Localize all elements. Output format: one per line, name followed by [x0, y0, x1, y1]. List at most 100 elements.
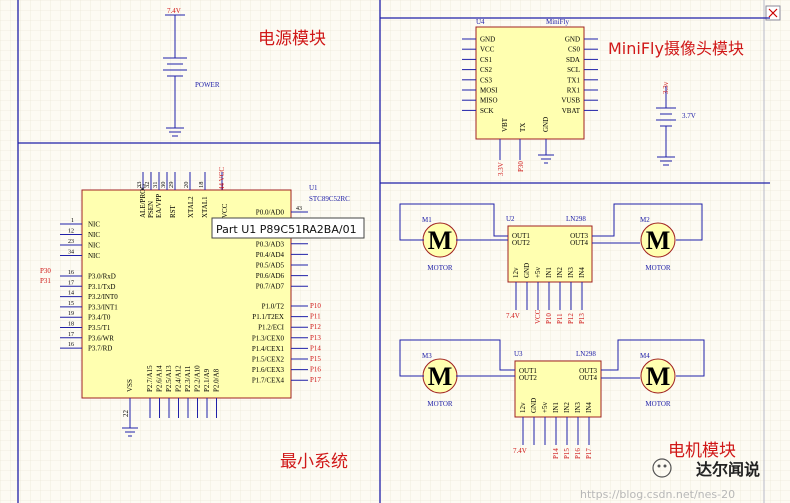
u4-left-pin-3: CS2	[480, 66, 493, 74]
u4-part: MiniFly	[546, 18, 569, 26]
u1-bottom-pin-1: P2.7/A15	[146, 365, 154, 392]
u1-top-pin-3: RST	[169, 204, 177, 218]
u4-ref: U4	[476, 18, 485, 26]
u2-right-pin-1: OUT4	[570, 239, 588, 247]
u3-supply: 7.4V	[513, 447, 527, 455]
u3-bottom-pin-1: GND	[530, 398, 538, 413]
u1-top-pin-0: ALE/PROG	[139, 184, 147, 218]
u1-right-pin-11: P1.3/CEX0	[252, 334, 285, 342]
u1-right-pin-4: P0.4/AD4	[256, 251, 285, 259]
motor-4-label: MOTOR	[645, 400, 670, 408]
u3-bottom-pin-0: 12v	[519, 402, 527, 413]
u2-bottom-pin-4: IN2	[556, 267, 564, 278]
u4-pin-vbt: VBT	[501, 117, 509, 132]
u1-left-pin-3: NIC	[88, 252, 100, 260]
u1-top-pin-5: XTAL1	[201, 196, 209, 218]
u1-right-pin-14: P1.6/CEX3	[252, 366, 285, 374]
u4-net-p30: P30	[517, 161, 525, 172]
u4-right-pin-1: CS0	[568, 46, 581, 54]
u1-right-pin-9: P1.1/T2EX	[252, 313, 284, 321]
u3-bottom-pin-5: IN3	[574, 402, 582, 413]
u1-left-pin-11: P3.7/RD	[88, 345, 112, 353]
u1-top-num-4: 29	[168, 182, 175, 189]
u1-bottom-pin-8: P2.0/A8	[213, 368, 221, 392]
u3-net-3: P17	[585, 448, 593, 459]
u2-left-pin-0: OUT1	[512, 232, 530, 240]
u1-left-num-1: 12	[68, 229, 74, 235]
u1-right-pin-8: P1.0/T2	[262, 303, 285, 311]
u1-bottom-pin-2: P2.6/A14	[156, 365, 164, 392]
u1-left-pin-10: P3.6/WR	[88, 334, 114, 342]
u1-right-pin-10: P1.2/ECI	[258, 324, 285, 332]
u4-right-pin-4: TX1	[567, 76, 580, 84]
u2-bottom-pin-2: +5v	[534, 267, 542, 278]
u1-left-pin-1: NIC	[88, 231, 100, 239]
u1-left-num-0: 1	[71, 218, 74, 224]
u1-right-pin-12: P1.4/CEX1	[252, 345, 285, 353]
power-section-title: 电源模块	[258, 29, 326, 49]
u4-pin-gnd: GND	[542, 117, 550, 132]
u1-bottom-pin-5: P2.3/A11	[184, 365, 192, 392]
u1-vcc-net: 44 VCC	[218, 167, 226, 190]
u1-left-num-3: 34	[68, 250, 74, 256]
u1-bottom-pin-6: P2.2/A10	[194, 365, 202, 392]
part-tooltip: Part U1 P89C51RA2BA/01	[211, 217, 365, 239]
u2-supply: 7.4V	[506, 312, 520, 320]
u1-left-pin-9: P3.5/T1	[88, 324, 111, 332]
u4-left-pin-0: GND	[480, 36, 495, 44]
u3-right-pin-0: OUT3	[579, 367, 597, 375]
close-icon[interactable]	[768, 8, 778, 18]
u2-net-3: P12	[567, 313, 575, 324]
u1-right-net-5: P15	[310, 355, 321, 363]
u1-top-num-5: 20	[183, 182, 190, 189]
u4-pin-tx: TX	[519, 123, 527, 132]
battery-3v7[interactable]	[656, 86, 676, 166]
u1-ref: U1	[309, 184, 318, 192]
u1-top-num-0: 33	[136, 182, 143, 189]
u2-net-0: VCC	[534, 309, 542, 324]
u2-component[interactable]	[507, 225, 593, 283]
u1-top-num-2: 31	[152, 182, 159, 189]
u1-vss-ground	[122, 398, 138, 437]
u1-left-pin-8: P3.4/T0	[88, 314, 111, 322]
motor-3-ref: M3	[422, 352, 432, 360]
u4-net-3v3: 3.3V	[497, 162, 505, 176]
power-net-label: 7.4V	[167, 7, 181, 15]
u4-right-pin-6: VUSB	[561, 97, 580, 105]
battery-net: 3.3v	[662, 81, 670, 94]
u1-left-num-2: 23	[68, 239, 74, 245]
u3-bottom-pin-3: IN1	[552, 402, 560, 413]
watermark: 达尔闻说 https://blog.csdn.net/nes-20	[580, 458, 760, 501]
u1-right-pins: P0.0/AD0P0.1/AD1P0.2/AD2P0.3/AD3P0.4/AD4…	[252, 206, 321, 385]
min-system-section-title: 最小系统	[280, 452, 348, 472]
u1-right-pin-6: P0.6/AD6	[256, 272, 285, 280]
power-label: POWER	[195, 81, 220, 89]
u2-bottom-pin-0: 12v	[512, 267, 520, 278]
u1-top-pin-4: XTAL2	[187, 196, 195, 218]
u1-right-net-1: P11	[310, 313, 321, 321]
u1-part: STC89C52RC	[309, 195, 350, 203]
u3-component[interactable]	[514, 360, 602, 418]
watermark-url: https://blog.csdn.net/nes-20	[580, 488, 735, 501]
u3-ref: U3	[514, 350, 523, 358]
power-source[interactable]	[163, 14, 187, 137]
u1-left-num-6: 14	[68, 291, 74, 297]
u1-left-num-4: 16	[68, 270, 74, 276]
u4-component[interactable]	[475, 26, 585, 140]
u1-vss-num: 22	[122, 410, 130, 418]
u1-left-pin-7: P3.3/INT1	[88, 303, 118, 311]
u2-net-4: P13	[578, 313, 586, 324]
motor-4-ref: M4	[640, 352, 650, 360]
u1-left-num-9: 18	[68, 322, 74, 328]
u3-part: LN298	[576, 350, 596, 358]
u4-bottom-leads	[499, 139, 554, 164]
u3-right-pin-1: OUT4	[579, 374, 597, 382]
u1-left-pin-4: P3.0/RxD	[88, 273, 116, 281]
u1-left-num-7: 15	[68, 301, 74, 307]
u1-right-pin-5: P0.5/AD5	[256, 262, 285, 270]
u3-bottom-pin-6: IN4	[585, 402, 593, 413]
